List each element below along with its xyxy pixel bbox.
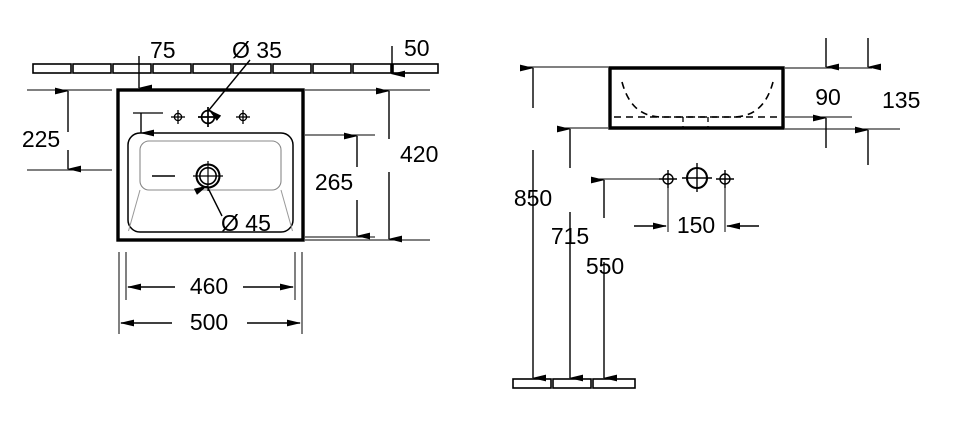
bowl-opening-plan bbox=[127, 132, 294, 233]
dim-500-label: 500 bbox=[190, 309, 228, 335]
elevation-view-group: 90 135 bbox=[512, 38, 920, 389]
dim-460-extensions bbox=[125, 252, 296, 300]
dim-dia45-leader bbox=[193, 185, 223, 217]
dim-265-label: 265 bbox=[315, 169, 353, 195]
dim-500-extensions bbox=[118, 252, 303, 334]
dim-135-label: 135 bbox=[882, 87, 920, 113]
basin-outline-plan bbox=[116, 88, 305, 242]
bowl-profile-dashed bbox=[621, 81, 774, 118]
tap-hole-left-icon bbox=[171, 110, 185, 124]
dim-dia35-label: Ø 35 bbox=[232, 37, 282, 63]
dim-150-label: 150 bbox=[677, 212, 715, 238]
dim-dia35-leader bbox=[208, 59, 251, 121]
drain-projection-dashed bbox=[682, 117, 709, 127]
tap-hole-front-centre-icon bbox=[682, 163, 712, 192]
basin-outline-elevation bbox=[608, 66, 785, 130]
dim-75-label: 75 bbox=[150, 37, 176, 63]
tap-hole-centre-icon bbox=[198, 107, 218, 127]
dim-420-label: 420 bbox=[400, 141, 438, 167]
wall-hatch-icon bbox=[32, 63, 439, 74]
dim-90-label: 90 bbox=[815, 84, 841, 110]
dim-715-label: 715 bbox=[551, 223, 589, 249]
dim-225-inner-pointer bbox=[133, 112, 163, 137]
bowl-base-plan bbox=[139, 140, 282, 191]
dim-150-extensions bbox=[667, 185, 726, 232]
dim-850-label: 850 bbox=[514, 185, 552, 211]
dim-dia45-label: Ø 45 bbox=[221, 210, 271, 236]
drain-hole-icon bbox=[152, 161, 223, 191]
bowl-taper-lines bbox=[128, 189, 293, 232]
dim-460-label: 460 bbox=[190, 273, 228, 299]
plan-view-group: 75 Ø 35 50 225 420 bbox=[22, 35, 439, 335]
tap-hole-right-icon bbox=[236, 110, 250, 124]
dim-225-label: 225 bbox=[22, 126, 60, 152]
dim-420-extensions bbox=[305, 89, 430, 241]
dim-50-label: 50 bbox=[404, 35, 430, 61]
floor-hatch-icon bbox=[512, 378, 636, 389]
dim-550-label: 550 bbox=[586, 253, 624, 279]
